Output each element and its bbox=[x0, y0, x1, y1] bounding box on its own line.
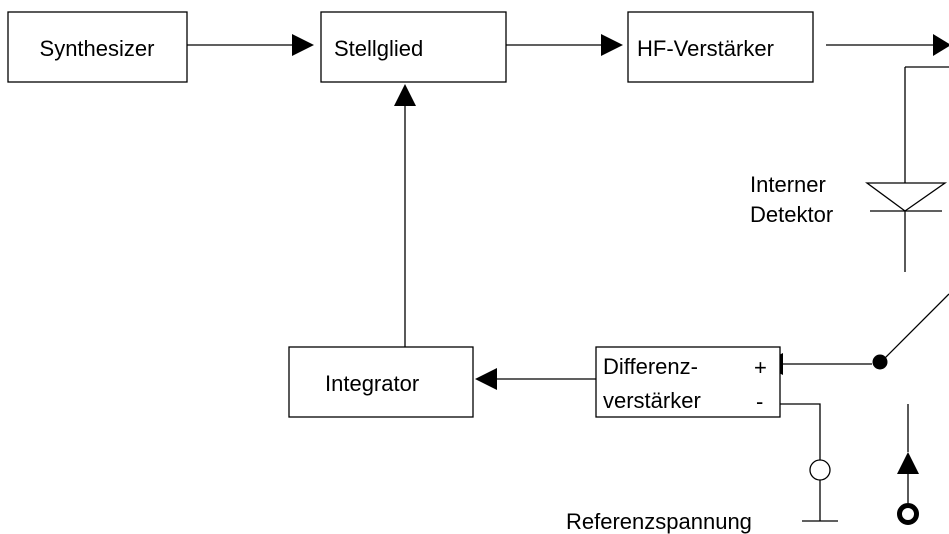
arrow-into-stellglied-bottom bbox=[394, 84, 416, 106]
hf-verstaerker-label: HF-Verstärker bbox=[637, 36, 774, 61]
plus-sign: + bbox=[754, 355, 767, 380]
external-input-arrow bbox=[897, 452, 919, 474]
reference-label: Referenzspannung bbox=[566, 509, 752, 534]
differenzverstaerker-block: Differenz- verstärker + - bbox=[595, 346, 781, 418]
external-input-terminal-icon bbox=[897, 503, 919, 525]
differenzverstaerker-label-line1: Differenz- bbox=[603, 354, 698, 379]
hf-verstaerker-block: HF-Verstärker bbox=[627, 11, 814, 83]
detector-label-line2: Detektor bbox=[750, 202, 833, 227]
switch-lever bbox=[880, 293, 949, 363]
differenzverstaerker-label-line2: verstärker bbox=[603, 388, 701, 413]
stellglied-label: Stellglied bbox=[334, 36, 423, 61]
arrow-output bbox=[933, 34, 949, 56]
arrow-into-hf-verstaerker bbox=[601, 34, 623, 56]
minus-sign: - bbox=[756, 389, 763, 414]
synthesizer-label: Synthesizer bbox=[40, 36, 155, 61]
arrow-into-integrator bbox=[475, 368, 497, 390]
detector-diode-icon bbox=[865, 182, 948, 212]
detector-label-line1: Interner bbox=[750, 172, 826, 197]
integrator-block: Integrator bbox=[288, 346, 474, 418]
reference-terminal-icon bbox=[809, 459, 831, 481]
synthesizer-block: Synthesizer bbox=[7, 11, 188, 83]
reference-wire-top bbox=[780, 403, 821, 460]
switch-contact-icon bbox=[872, 354, 888, 370]
stellglied-block: Stellglied bbox=[320, 11, 507, 83]
integrator-label: Integrator bbox=[325, 371, 419, 396]
arrow-into-stellglied bbox=[292, 34, 314, 56]
